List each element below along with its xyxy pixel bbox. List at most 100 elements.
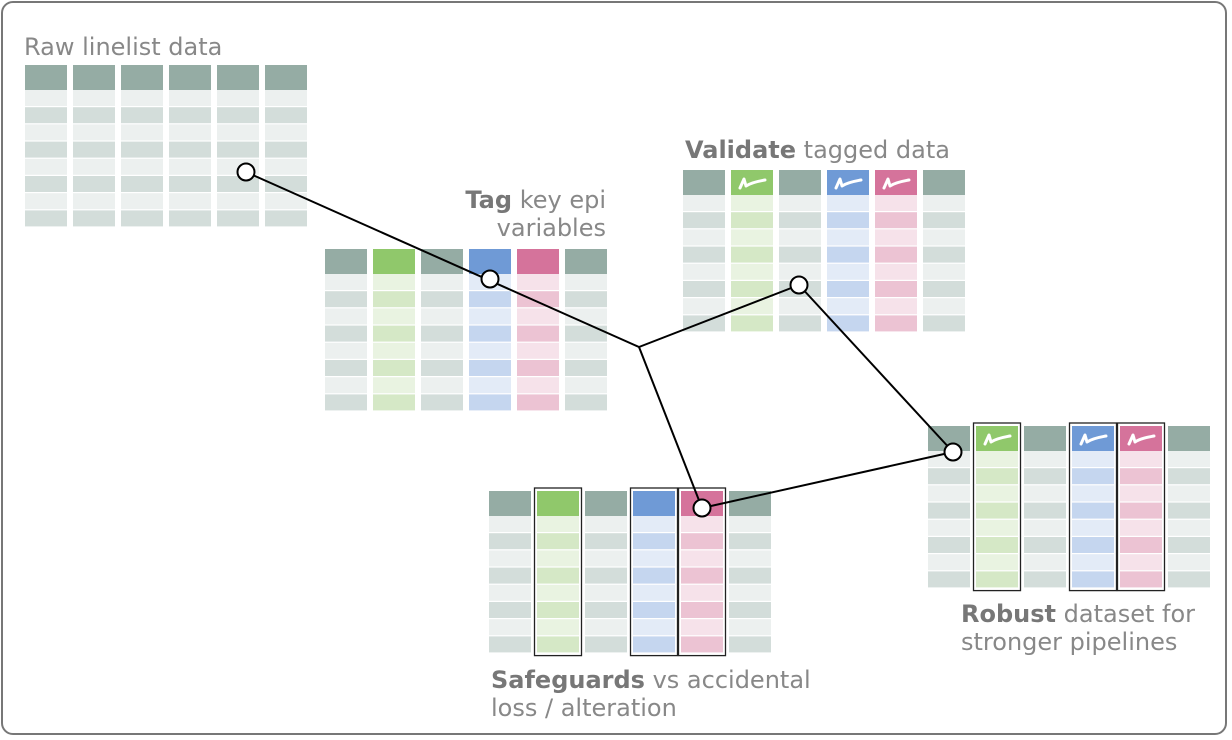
robust-table-cell xyxy=(928,485,970,502)
caption-robust-bold: Robust xyxy=(961,600,1056,628)
robust-table-cell xyxy=(976,502,1018,519)
safeguarded-table-cell xyxy=(729,550,771,567)
safeguarded-table-cell xyxy=(537,636,579,653)
tagged-table-cell xyxy=(469,291,511,308)
connector-line xyxy=(701,451,954,509)
validated-table-cell xyxy=(731,298,773,315)
tagged-table-cell xyxy=(517,308,559,325)
validated-table-cell xyxy=(779,298,821,315)
robust-table-cell xyxy=(1072,571,1114,588)
validated-table-cell xyxy=(731,315,773,332)
raw-linelist-table-cell xyxy=(25,210,67,227)
tagged-table-cell xyxy=(517,325,559,342)
safeguarded-table-cell xyxy=(489,602,531,618)
validated-table-header-5 xyxy=(923,170,965,195)
tagged-table-cell xyxy=(421,291,463,308)
tagged-table-cell xyxy=(421,360,463,376)
validated-table-cell xyxy=(923,281,965,297)
raw-linelist-table-cell xyxy=(217,107,259,124)
tagged-table-cell xyxy=(469,377,511,394)
safeguarded-table-cell xyxy=(681,533,723,550)
robust-table-cell xyxy=(1072,519,1114,536)
validated-table-cell xyxy=(923,246,965,263)
validated-table-cell xyxy=(683,315,725,332)
tagged-table-cell xyxy=(565,377,607,394)
caption-tag-bold: Tag xyxy=(465,186,513,214)
safeguarded-table-guard-box xyxy=(533,487,583,657)
validated-table-cell xyxy=(827,263,869,280)
robust-table-cell xyxy=(1024,571,1066,588)
safeguarded-table-cell xyxy=(489,567,531,584)
validated-table-cell xyxy=(731,212,773,229)
safeguarded-table-guard-box xyxy=(677,487,727,657)
robust-table-guard-box xyxy=(972,422,1022,592)
safeguarded-table-cell xyxy=(633,533,675,550)
connector-line xyxy=(638,284,800,348)
caption-validate-bold: Validate xyxy=(685,136,797,164)
check-icon xyxy=(1127,433,1156,446)
caption-raw-linelist: Raw linelist data xyxy=(24,33,223,61)
validated-table-cell xyxy=(683,281,725,297)
check-icon xyxy=(983,433,1012,446)
tagged-table-header-4 xyxy=(517,249,559,274)
tagged-table-cell xyxy=(421,308,463,325)
raw-linelist-table-cell xyxy=(121,210,163,227)
validated-table-cell xyxy=(875,298,917,315)
tagged-table-cell xyxy=(517,377,559,394)
raw-linelist-table-cell xyxy=(265,141,307,158)
tagged-table-cell xyxy=(325,274,367,290)
raw-linelist-table-cell xyxy=(169,158,211,175)
raw-linelist-table-cell xyxy=(73,124,115,141)
safeguarded-table-cell xyxy=(489,636,531,653)
validated-table-cell xyxy=(875,263,917,280)
safeguarded-table-cell xyxy=(489,516,531,532)
validated-table-cell xyxy=(827,246,869,263)
robust-table-cell xyxy=(1024,554,1066,571)
raw-linelist-table-cell xyxy=(25,107,67,124)
raw-linelist-table-cell xyxy=(25,141,67,158)
raw-linelist-table-cell xyxy=(169,141,211,158)
safeguarded-table-header-3 xyxy=(633,491,675,516)
check-icon xyxy=(882,177,911,190)
robust-table-cell xyxy=(1024,537,1066,553)
raw-linelist-table-cell xyxy=(265,193,307,210)
raw-linelist-table-cell xyxy=(73,158,115,175)
safeguarded-table-cell xyxy=(633,550,675,567)
robust-table-cell xyxy=(1120,554,1162,571)
robust-table-cell xyxy=(928,554,970,571)
safeguarded-table-header-0 xyxy=(489,491,531,516)
robust-table-cell xyxy=(1072,502,1114,519)
raw-linelist-table-cell xyxy=(73,193,115,210)
robust-table-cell xyxy=(1120,468,1162,485)
tagged-table-cell xyxy=(373,274,415,290)
connector-node xyxy=(480,269,500,289)
tagged-table-cell xyxy=(469,342,511,359)
tagged-table-cell xyxy=(325,342,367,359)
validated-table-cell xyxy=(875,315,917,332)
validated-table-cell xyxy=(923,212,965,229)
validated-table-cell xyxy=(923,298,965,315)
safeguarded-table-cell xyxy=(585,584,627,601)
validated-table-cell xyxy=(683,229,725,246)
tagged-table-cell xyxy=(373,377,415,394)
tagged-table-cell xyxy=(373,360,415,376)
robust-table-cell xyxy=(1120,519,1162,536)
tagged-table-cell xyxy=(565,274,607,290)
safeguarded-table-cell xyxy=(681,567,723,584)
raw-linelist-table-cell xyxy=(121,107,163,124)
validated-table-cell xyxy=(683,298,725,315)
robust-table-cell xyxy=(928,468,970,485)
tagged-table-cell xyxy=(373,325,415,342)
robust-table-cell xyxy=(976,554,1018,571)
robust-table-cell xyxy=(976,451,1018,467)
connector-node xyxy=(789,275,809,295)
raw-linelist-table-cell xyxy=(121,90,163,106)
raw-linelist-table-cell xyxy=(73,141,115,158)
connector-line xyxy=(798,284,954,453)
validated-table-cell xyxy=(731,263,773,280)
raw-linelist-table-cell xyxy=(25,158,67,175)
raw-linelist-table-cell xyxy=(265,176,307,192)
